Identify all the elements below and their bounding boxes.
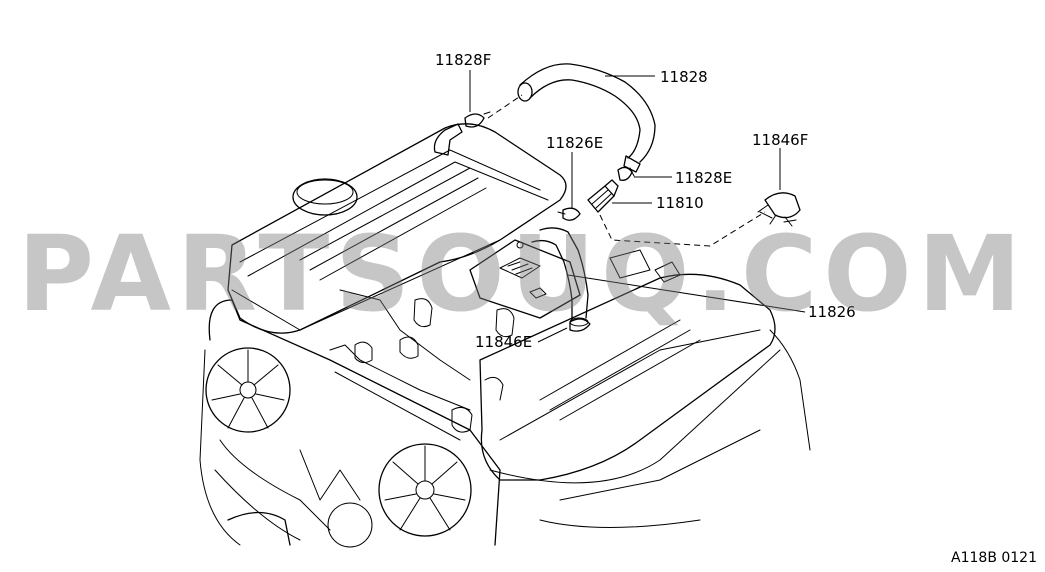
callout-11828f: 11828F: [435, 51, 491, 69]
callout-11810: 11810: [656, 194, 704, 212]
clamp-11828e: [617, 166, 635, 181]
clamp-11826e: [557, 207, 581, 221]
callout-11826e: 11826E: [546, 134, 603, 152]
callout-11846e: 11846E: [475, 333, 532, 351]
pcv-hose-11828: [517, 63, 656, 173]
callout-11846f: 11846F: [752, 131, 808, 149]
oil-separator: [469, 239, 581, 319]
clamp-11846e: [569, 318, 591, 332]
dash-valve-to-clamp: [599, 211, 766, 247]
clamp-11846f: [757, 192, 801, 227]
pcv-valve-11810: [587, 179, 619, 213]
clamp-11828f: [464, 111, 491, 128]
callout-11826: 11826: [808, 303, 856, 321]
engine-block: [199, 289, 515, 548]
dash-clamp-to-hose: [487, 94, 523, 119]
rocker-cover-front: [479, 249, 811, 528]
leader-lines: [469, 70, 806, 343]
callout-11828: 11828: [660, 68, 708, 86]
drawing-code: A118B 0121: [951, 550, 1037, 566]
rocker-cover-rear: [227, 123, 567, 334]
callout-11828e: 11828E: [675, 169, 732, 187]
